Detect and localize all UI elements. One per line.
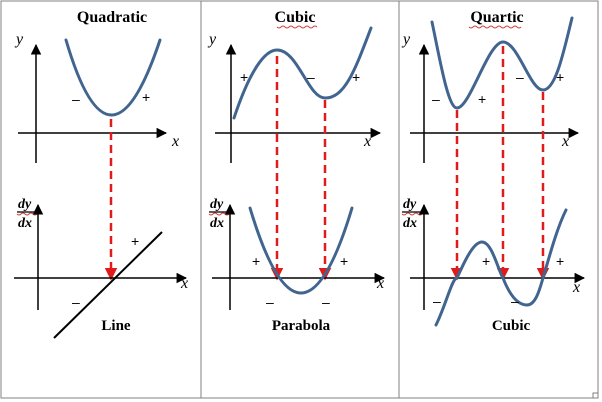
x-axis-label: x xyxy=(363,133,371,150)
sign-minus: – xyxy=(307,69,315,85)
sign-plus-1: + xyxy=(240,69,248,85)
panel-title: Cubic xyxy=(275,9,316,26)
derivative-line xyxy=(53,231,163,339)
sign-minus-derivative-1: – xyxy=(433,293,441,309)
x-axis-label-derivative: x xyxy=(180,275,188,292)
quartic-curve xyxy=(430,16,574,110)
sign-plus-derivative: + xyxy=(131,233,139,249)
spell-underline xyxy=(468,25,522,29)
panel-title: Quadratic xyxy=(77,9,147,26)
dx-label: dx xyxy=(18,216,32,231)
x-axis-label: x xyxy=(171,133,179,150)
panel-title: Quartic xyxy=(470,9,523,26)
x-axis-label-derivative: x xyxy=(572,279,580,296)
sign-plus-derivative-2: + xyxy=(340,253,348,269)
derivative-cubic xyxy=(434,208,568,327)
sign-minus-derivative: – xyxy=(72,294,80,310)
dx-label: dx xyxy=(210,216,224,231)
x-axis-label: x xyxy=(561,133,569,150)
spell-underline xyxy=(208,212,230,216)
sign-plus-derivative-1: + xyxy=(482,253,490,269)
spell-underline xyxy=(16,212,38,216)
y-axis-label: y xyxy=(14,31,24,48)
sign-minus: – xyxy=(72,91,80,107)
panel-quadratic: Quadratic y x – + dy dx x – + Line xyxy=(14,9,188,339)
derivative-shape-label: Parabola xyxy=(272,318,331,334)
spell-underline xyxy=(276,25,318,29)
derivative-parabola xyxy=(248,206,354,295)
dy-label: dy xyxy=(403,197,417,212)
sign-minus-derivative-2: – xyxy=(511,293,519,309)
cubic-curve xyxy=(232,26,373,120)
panel-cubic: Cubic y x + – + dy dx x + + – – Parabola xyxy=(207,9,386,334)
resize-handle[interactable] xyxy=(592,392,599,399)
dx-label: dx xyxy=(403,216,417,231)
dy-label: dy xyxy=(210,197,224,212)
y-axis-label: y xyxy=(401,31,411,48)
panel-quartic: Quartic y x – + – + dy dx x – + – + Cubi… xyxy=(401,9,586,334)
sign-plus-2: + xyxy=(556,69,564,85)
sign-minus-derivative-2: – xyxy=(322,294,330,310)
sign-minus-2: – xyxy=(516,69,524,85)
sign-plus-derivative-2: + xyxy=(556,253,564,269)
sign-plus-1: + xyxy=(478,91,486,107)
sign-plus-derivative-1: + xyxy=(252,253,260,269)
derivative-shape-label: Line xyxy=(101,318,131,334)
sign-minus-derivative-1: – xyxy=(266,294,274,310)
dy-label: dy xyxy=(18,197,32,212)
sign-plus-2: + xyxy=(352,69,360,85)
quadratic-curve xyxy=(64,38,162,117)
derivative-shape-label: Cubic xyxy=(492,318,531,334)
x-axis-label-derivative: x xyxy=(376,275,384,292)
sign-minus-1: – xyxy=(432,91,440,107)
spell-underline xyxy=(401,212,423,216)
y-axis-label: y xyxy=(207,31,217,48)
sign-plus: + xyxy=(142,89,150,105)
